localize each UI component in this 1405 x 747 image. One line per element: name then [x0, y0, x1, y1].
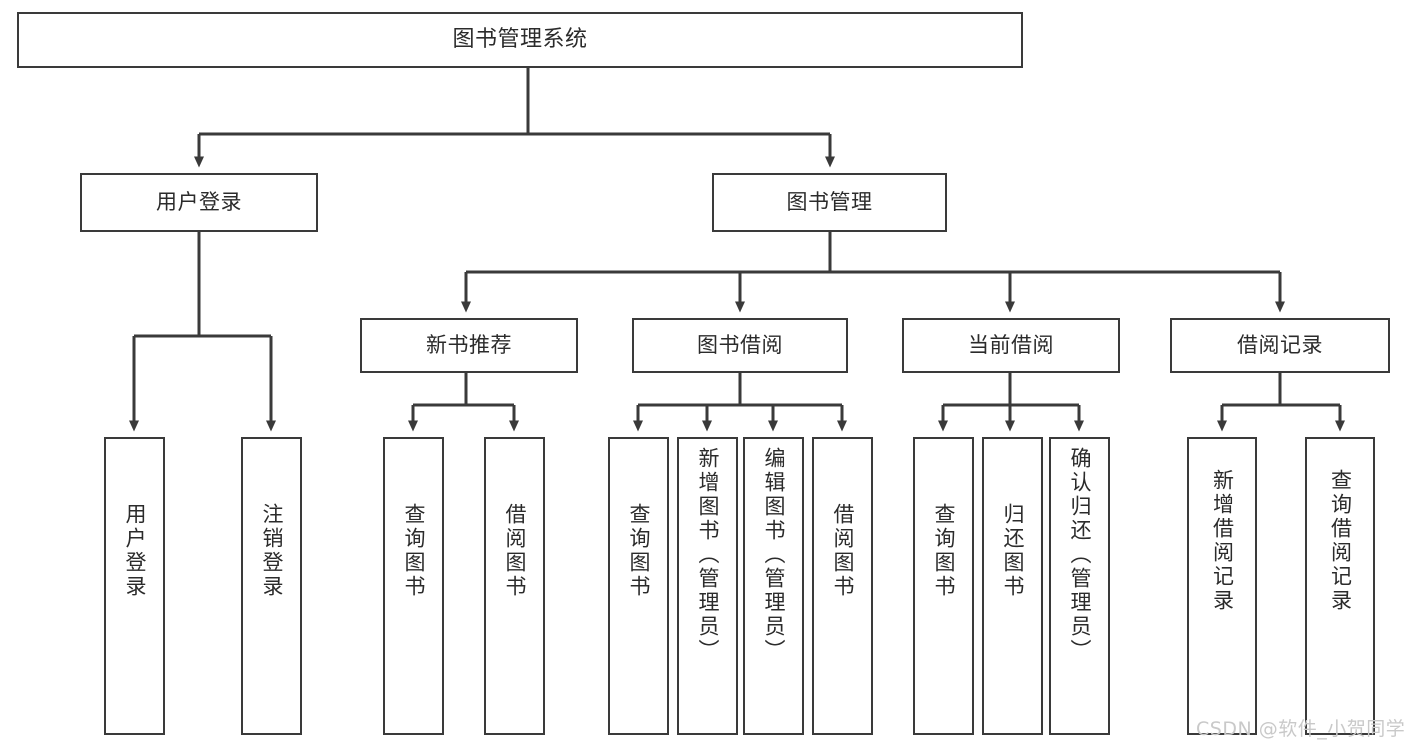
node-label: 新增图书（管理员）	[696, 447, 720, 663]
node-label: 借阅图书	[503, 503, 527, 599]
leaf-node[interactable]: 查询图书	[383, 437, 444, 735]
node-label: 当前借阅	[968, 333, 1054, 358]
node-label: 查询借阅记录	[1328, 469, 1353, 613]
node-root[interactable]: 图书管理系统	[17, 12, 1023, 68]
node-level3-book-borrow[interactable]: 图书借阅	[632, 318, 848, 373]
node-label: 用户登录	[123, 503, 147, 599]
node-label: 用户登录	[156, 190, 242, 215]
node-label: 图书管理	[786, 190, 873, 215]
node-label: 编辑图书（管理员）	[762, 447, 786, 663]
node-label: 新增借阅记录	[1210, 469, 1235, 613]
leaf-node[interactable]: 编辑图书（管理员）	[743, 437, 804, 735]
leaf-node[interactable]: 用户登录	[104, 437, 165, 735]
node-label: 查询图书	[402, 503, 426, 599]
leaf-node[interactable]: 新增借阅记录	[1187, 437, 1257, 735]
node-label: 查询图书	[932, 503, 956, 599]
leaf-node[interactable]: 新增图书（管理员）	[677, 437, 738, 735]
node-label: 借阅记录	[1237, 333, 1323, 358]
node-label: 归还图书	[1001, 503, 1025, 599]
node-label: 借阅图书	[831, 503, 855, 599]
leaf-node[interactable]: 查询借阅记录	[1305, 437, 1375, 735]
node-label: 注销登录	[260, 503, 284, 599]
leaf-node[interactable]: 确认归还（管理员）	[1049, 437, 1110, 735]
node-level3-borrow-record[interactable]: 借阅记录	[1170, 318, 1390, 373]
node-level3-current-borrow[interactable]: 当前借阅	[902, 318, 1120, 373]
node-level2-book-management[interactable]: 图书管理	[712, 173, 947, 232]
watermark-text: CSDN @软件_小贺同学	[1196, 718, 1405, 740]
node-label: 查询图书	[627, 503, 651, 599]
leaf-node[interactable]: 借阅图书	[812, 437, 873, 735]
node-level2-user-login[interactable]: 用户登录	[80, 173, 318, 232]
leaf-node[interactable]: 查询图书	[608, 437, 669, 735]
node-label: 图书借阅	[697, 333, 783, 358]
node-level3-new-book-recommend[interactable]: 新书推荐	[360, 318, 578, 373]
leaf-node[interactable]: 借阅图书	[484, 437, 545, 735]
node-label: 确认归还（管理员）	[1068, 447, 1092, 663]
leaf-node[interactable]: 归还图书	[982, 437, 1043, 735]
leaf-node[interactable]: 查询图书	[913, 437, 974, 735]
node-label: 图书管理系统	[452, 27, 588, 53]
leaf-node[interactable]: 注销登录	[241, 437, 302, 735]
node-label: 新书推荐	[426, 333, 512, 358]
